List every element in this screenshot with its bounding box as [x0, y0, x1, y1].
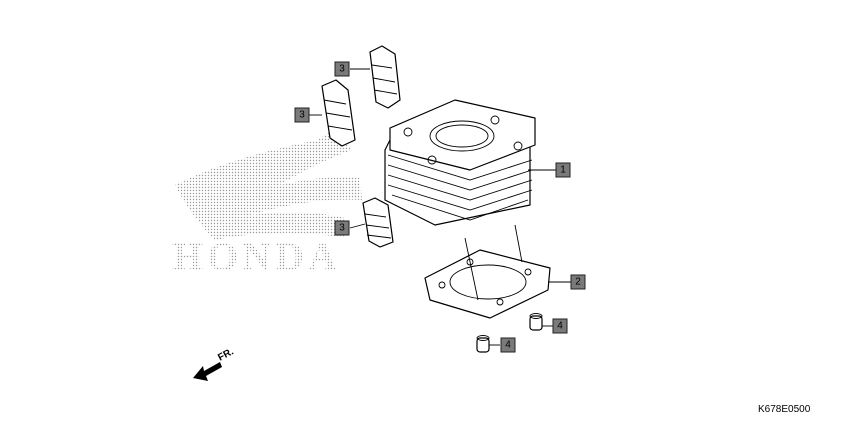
figure-code: K678E0500	[758, 404, 811, 415]
callout-label: 3	[339, 223, 345, 234]
front-direction-indicator: FR.	[193, 346, 236, 381]
callout-3-lower[interactable]: 3	[334, 220, 350, 236]
honda-watermark-text: HONDA	[172, 234, 341, 279]
damper-rubber-upper-left	[321, 79, 356, 147]
callout-2[interactable]: 2	[570, 274, 586, 290]
damper-rubber-lower	[362, 197, 394, 248]
callout-3-upper-right[interactable]: 3	[334, 61, 350, 77]
cylinder-gasket	[424, 249, 551, 319]
callout-label: 1	[560, 165, 566, 176]
callout-label: 4	[505, 340, 511, 351]
callout-3-upper-left[interactable]: 3	[294, 107, 310, 123]
front-arrow-icon	[193, 362, 222, 381]
damper-rubber-upper-right	[369, 45, 401, 109]
front-label: FR.	[216, 346, 236, 363]
dowel-pin-right	[529, 313, 543, 331]
callout-1[interactable]: 1	[555, 162, 571, 178]
callout-4-left[interactable]: 4	[500, 337, 516, 353]
callout-4-right[interactable]: 4	[552, 318, 568, 334]
dowel-pin-left	[476, 335, 490, 353]
honda-wing-watermark: HONDA	[172, 128, 362, 279]
callout-label: 4	[557, 321, 563, 332]
cylinder	[384, 99, 536, 226]
callout-label: 2	[575, 277, 581, 288]
callout-label: 3	[299, 110, 305, 121]
callout-label: 3	[339, 64, 345, 75]
